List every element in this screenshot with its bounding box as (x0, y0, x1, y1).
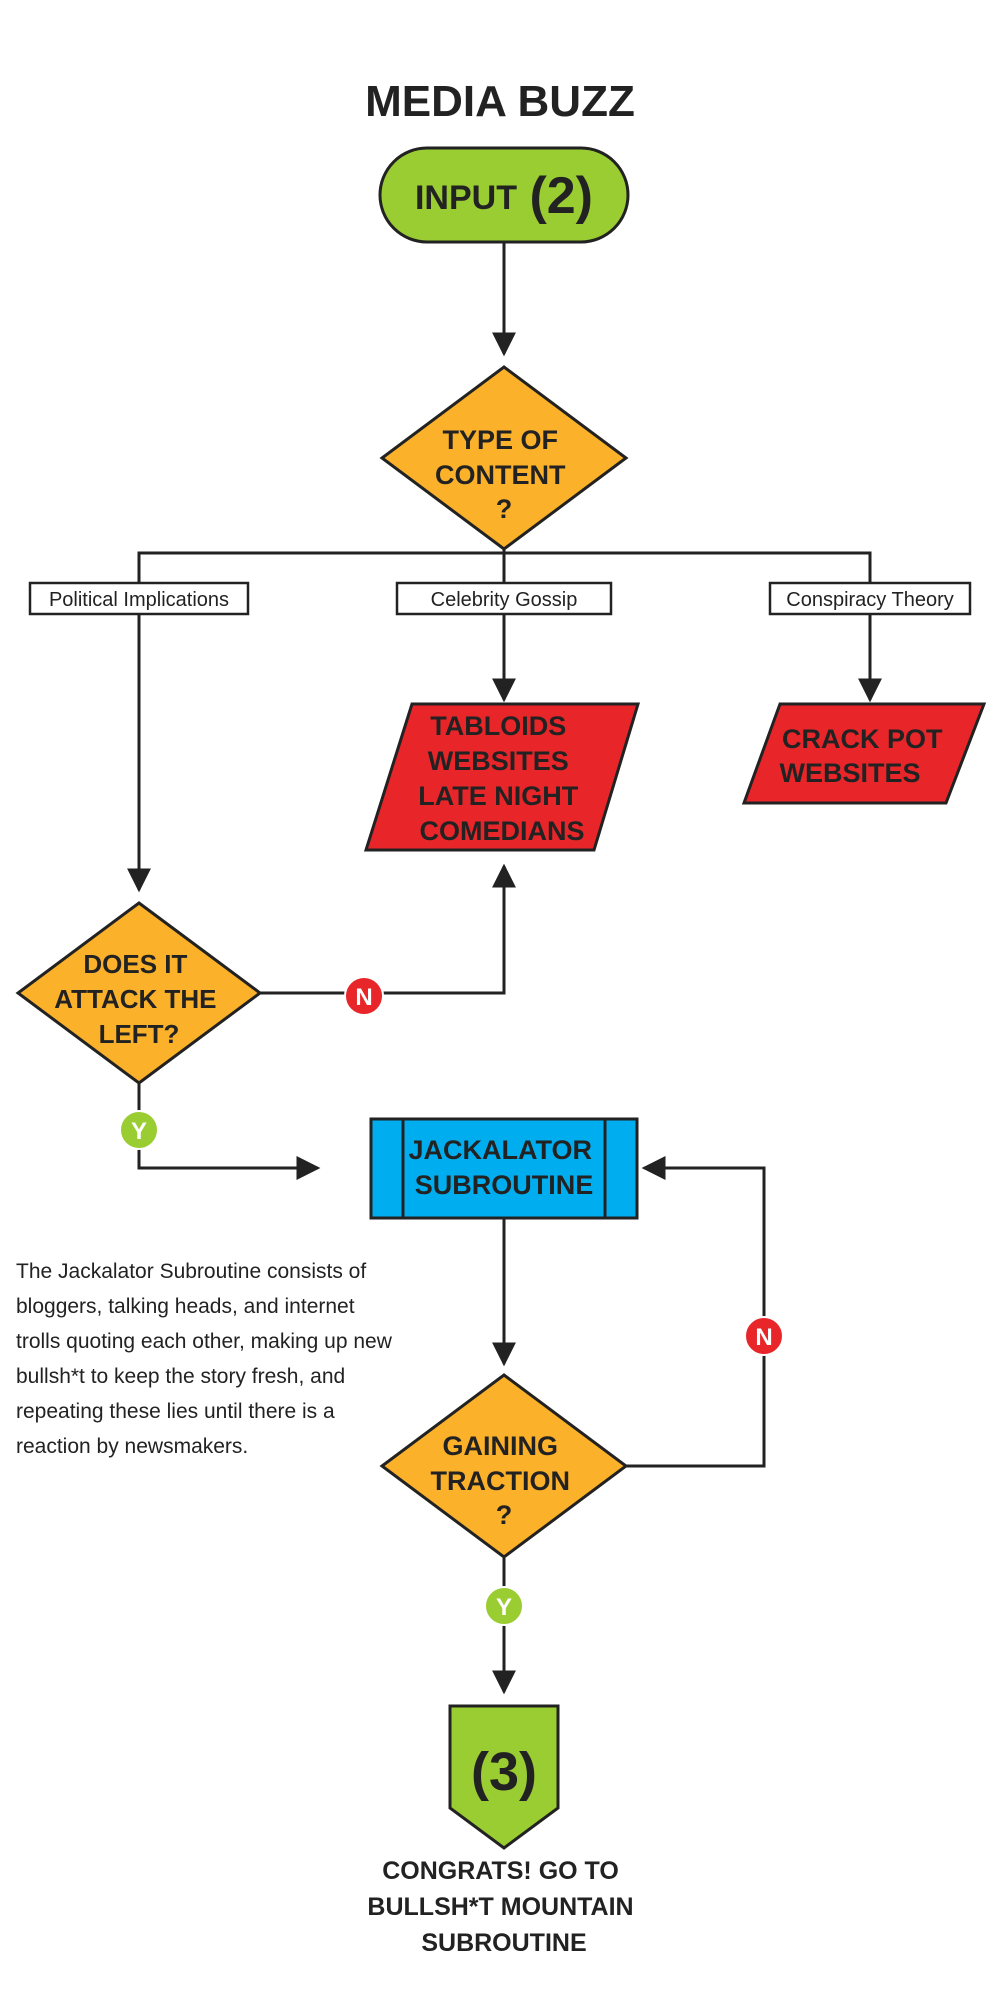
type-of-content-decision: TYPE OF CONTENT ? (379, 365, 629, 551)
crackpot-output: CRACK POT WEBSITES (741, 702, 987, 805)
input-word: INPUT (415, 179, 517, 217)
connectors (127, 242, 882, 1695)
badge-attack-no: N (344, 976, 384, 1016)
jackalator-line-2: SUBROUTINE (415, 1170, 594, 1200)
attack-left-line-3: LEFT? (99, 1019, 180, 1049)
branch-label-political: Political Implications (28, 581, 250, 616)
gaining-traction-decision: GAINING TRACTION ? (379, 1373, 629, 1559)
end-connector-number: (3) (471, 1742, 537, 1802)
tabloids-parallelogram (363, 702, 641, 852)
gaining-traction-line-3: ? (496, 1500, 513, 1530)
svg-text:TABLOIDS WEBSITES: TABLOIDS WEBSITES LATE NIGHT COMEDIANS (418, 711, 586, 846)
jackalator-subroutine: JACKALATOR SUBROUTINE (369, 1117, 639, 1220)
gaining-traction-line-2: TRACTION (431, 1466, 570, 1496)
type-of-content-diamond (379, 365, 629, 551)
tabloids-line-4: COMEDIANS (419, 816, 584, 846)
congrats-line-1: CONGRATS! GO TO (382, 1857, 619, 1885)
crackpot-line-1: CRACK POT (782, 724, 943, 754)
badge-attack-yes-text: Y (131, 1118, 147, 1145)
attack-left-line-2: ATTACK THE (54, 984, 216, 1014)
attack-left-line-1: DOES IT (83, 949, 187, 979)
input-number: (2) (529, 167, 593, 225)
page-title: MEDIA BUZZ (365, 77, 635, 126)
badge-attack-yes-circle (119, 1110, 159, 1150)
connector-attack-yes-to-jackalator (137, 1083, 321, 1180)
end-connector: (3) (448, 1704, 560, 1850)
tabloids-line-3: LATE NIGHT (418, 781, 578, 811)
jackalator-note: The Jackalator Subroutine consists of bl… (16, 1260, 392, 1458)
badge-traction-no-text: N (755, 1324, 772, 1351)
connector-attack-no-to-tabloids (260, 863, 516, 995)
badge-traction-yes-circle (484, 1586, 524, 1626)
jackalator-box (369, 1117, 639, 1220)
branch-label-conspiracy: Conspiracy Theory (768, 581, 972, 616)
tabloids-output: TABLOIDS WEBSITES LATE NIGHT COMEDIANS (363, 702, 641, 852)
end-connector-shape (448, 1704, 560, 1850)
badge-attack-no-circle (344, 976, 384, 1016)
svg-text:DOES IT ATTACK THE: DOES IT ATTACK THE LEFT? (54, 949, 223, 1049)
branch-label-political-text: Political Implications (49, 589, 229, 611)
crackpot-line-2: WEBSITES (779, 758, 920, 788)
congrats-line-3: SUBROUTINE (421, 1929, 586, 1957)
connector-traction-no-to-jackalator (626, 1156, 766, 1468)
crackpot-parallelogram (741, 702, 987, 805)
branch-label-celebrity-box (395, 581, 613, 616)
branch-label-political-box (28, 581, 250, 616)
badge-traction-yes-text: Y (496, 1594, 512, 1621)
svg-text:GAINING TRACTION ?: GAINING TRACTION ? (431, 1431, 578, 1530)
badge-traction-no-circle (744, 1316, 784, 1356)
attack-left-diamond (15, 901, 263, 1085)
branch-label-conspiracy-box (768, 581, 972, 616)
branch-label-conspiracy-text: Conspiracy Theory (786, 589, 953, 611)
svg-text:JACKALATOR SUBROUTINE: JACKALATOR SUBROUTINE (408, 1135, 599, 1200)
branch-label-celebrity: Celebrity Gossip (395, 581, 613, 616)
badge-attack-no-text: N (355, 984, 372, 1011)
svg-text:CONGRATS! GO TO BULLSH*T M: CONGRATS! GO TO BULLSH*T MOUNTAIN SUBROU… (367, 1857, 640, 1957)
badge-traction-yes: Y (484, 1586, 524, 1626)
gaining-traction-line-1: GAINING (442, 1431, 558, 1461)
jackalator-line-1: JACKALATOR (408, 1135, 592, 1165)
congrats-line-2: BULLSH*T MOUNTAIN (367, 1893, 633, 1921)
svg-text:CRACK POT WEBSITES: CRACK POT WEBSITES (779, 724, 950, 788)
input-label: INPUT (2) (415, 167, 593, 225)
input-node: INPUT (2) (378, 146, 630, 244)
input-terminator-shape (378, 146, 630, 244)
type-of-content-line-2: CONTENT (435, 460, 566, 490)
svg-text:TYPE OF CONTENT ?: TYPE OF CONTENT ? (435, 425, 573, 524)
attack-left-decision: DOES IT ATTACK THE LEFT? (15, 901, 263, 1085)
gaining-traction-diamond (379, 1373, 629, 1559)
type-of-content-line-3: ? (496, 494, 513, 524)
tabloids-line-2: WEBSITES (428, 746, 569, 776)
badge-attack-yes: Y (119, 1110, 159, 1150)
type-of-content-line-1: TYPE OF (442, 425, 558, 455)
branch-label-celebrity-text: Celebrity Gossip (431, 589, 578, 611)
badge-traction-no: N (744, 1316, 784, 1356)
tabloids-line-1: TABLOIDS (430, 711, 566, 741)
